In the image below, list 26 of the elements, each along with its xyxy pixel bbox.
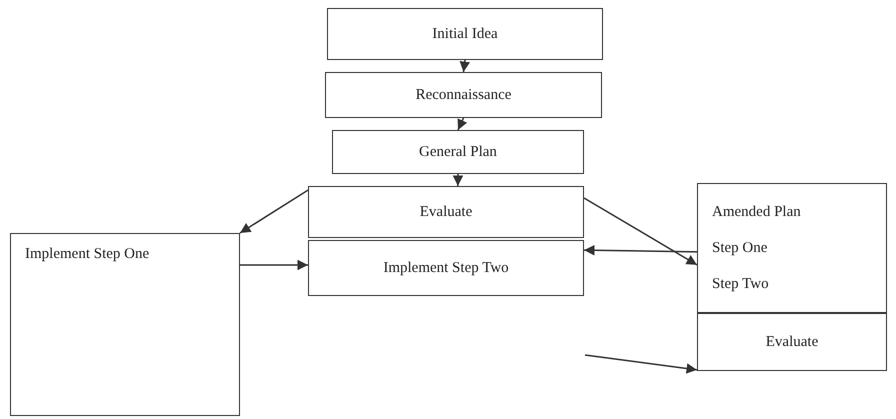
- arrow: [457, 118, 468, 130]
- box-text: Step Two: [712, 276, 770, 292]
- arrow: [240, 190, 308, 234]
- box-text: Evaluate: [420, 204, 472, 220]
- process-box: [10, 233, 240, 416]
- process-box: [308, 240, 584, 296]
- box-text: Step One: [712, 240, 768, 256]
- box-text: General Plan: [419, 144, 497, 160]
- arrow: [460, 60, 470, 72]
- arrow: [584, 245, 698, 256]
- process-box: [332, 130, 584, 174]
- arrow: [584, 354, 698, 374]
- arrow: [584, 197, 698, 266]
- process-box: [308, 186, 584, 238]
- arrow: [240, 260, 308, 270]
- arrow: [452, 174, 464, 186]
- box-text: Initial Idea: [432, 26, 498, 42]
- box-text: Implement Step One: [25, 246, 150, 263]
- box-text: Reconnaissance: [416, 86, 512, 104]
- process-box: [697, 313, 887, 371]
- process-box: [327, 8, 603, 60]
- box-text: Implement Step Two: [383, 260, 509, 276]
- process-box: [325, 72, 602, 118]
- process-box: [697, 183, 887, 313]
- box-text: Evaluate: [766, 334, 818, 350]
- box-text: Amended Plan: [712, 204, 802, 220]
